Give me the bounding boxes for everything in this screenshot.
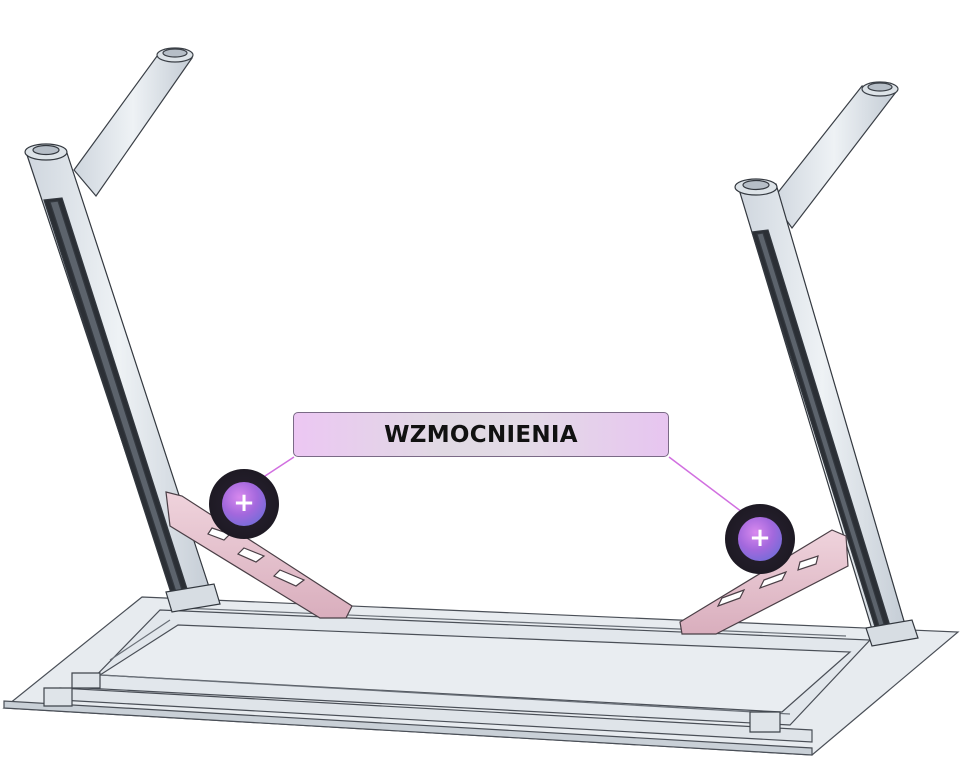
left-reinforcement-brace [165, 491, 353, 619]
reinforcement-hotspot-left[interactable]: + [209, 469, 279, 539]
callout-text: WZMOCNIENIA [384, 421, 578, 448]
plus-icon: + [233, 488, 255, 518]
reinforcement-hotspot-right[interactable]: + [725, 504, 795, 574]
plus-icon: + [749, 523, 771, 553]
right-leg [734, 178, 919, 647]
right-reinforcement-brace [679, 529, 849, 635]
hotspot-inner: + [738, 517, 782, 561]
frame-end-caps [43, 672, 781, 733]
reinforcements-callout-label: WZMOCNIENIA [293, 412, 669, 457]
callout-leader-lines [261, 456, 743, 513]
back-leg-left [73, 47, 194, 197]
hotspot-inner: + [222, 482, 266, 526]
back-leg-right [771, 81, 899, 230]
tabletop [2, 596, 960, 756]
left-leg [24, 143, 221, 613]
